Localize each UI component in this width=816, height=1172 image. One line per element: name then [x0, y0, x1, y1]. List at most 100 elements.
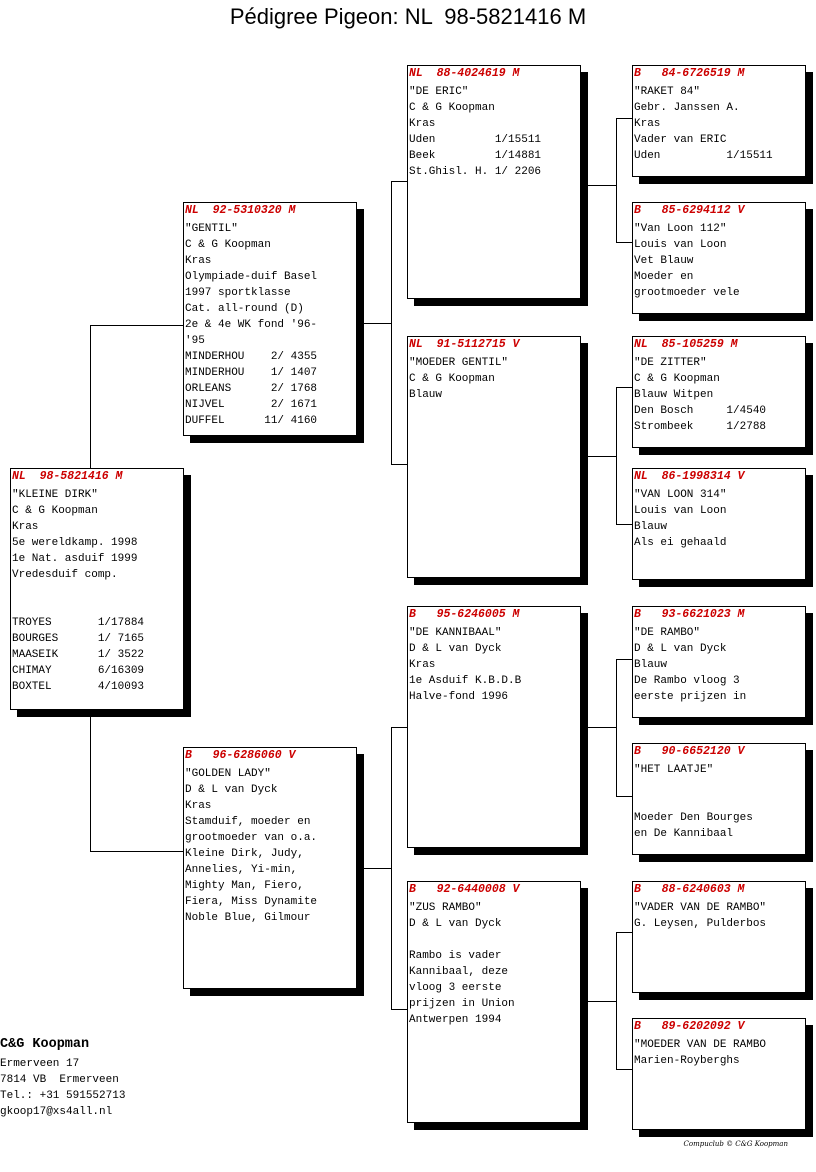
card-line	[633, 778, 805, 794]
card-line: C & G Koopman	[634, 373, 720, 385]
card-line: Uden 1/15511	[634, 150, 773, 162]
card-line: G. Leysen, Pulderbos	[634, 918, 767, 930]
pigeon-card-subject: NL 98-5821416 M"KLEINE DIRK"C & G Koopma…	[10, 468, 184, 710]
connector-line	[391, 181, 392, 464]
card-line: Moeder en	[634, 271, 694, 283]
card-line: Kras	[409, 659, 436, 671]
connector-line	[581, 727, 616, 728]
connector-line	[616, 1069, 632, 1070]
connector-line	[616, 242, 632, 243]
card-line: D & L van Dyck	[409, 643, 502, 655]
card-line: "Van Loon 112"	[634, 223, 727, 235]
pigeon-card-mmf: B 88-6240603 M "VADER VAN DE RAMBO" G. Ley…	[632, 881, 806, 993]
card-line: Uden 1/15511	[409, 134, 542, 146]
connector-line	[391, 464, 407, 465]
card-line: "RAKET 84"	[634, 86, 701, 98]
owner-address: Ermerveen 17	[0, 1058, 80, 1070]
card-line: MINDERHOU 2/ 4355	[185, 351, 318, 363]
connector-line	[90, 325, 183, 326]
card-line	[633, 794, 805, 810]
card-line: D & L van Dyck	[409, 918, 502, 930]
pigeon-card-ffm: B 85-6294112 V"Van Loon 112"Louis van Lo…	[632, 202, 806, 314]
card-line: Blauw	[634, 521, 668, 533]
card-line: BOURGES 1/ 7165	[12, 633, 145, 645]
ring-number: B 88-6240603 M	[634, 883, 745, 896]
card-line: grootmoeder van o.a.	[185, 832, 318, 844]
card-line: Kleine Dirk, Judy,	[185, 848, 304, 860]
card-line: Rambo is vader	[409, 950, 502, 962]
ring-number: NL 86-1998314 V	[634, 470, 745, 483]
card-line: Blauw Witpen	[634, 389, 714, 401]
card-line: DUFFEL 11/ 4160	[185, 415, 318, 427]
card-line: en De Kannibaal	[634, 828, 734, 840]
ring-number: NL 92-5310320 M	[185, 204, 296, 217]
card-line: Stamduif, moeder en	[185, 816, 311, 828]
card-line: C & G Koopman	[185, 239, 271, 251]
card-line: 1e Asduif K.B.D.B	[409, 675, 522, 687]
connector-line	[616, 387, 632, 388]
card-line: "VAN LOON 314"	[634, 489, 727, 501]
card-line: Annelies, Yi-min,	[185, 864, 298, 876]
connector-line	[616, 659, 617, 796]
card-line: "DE ZITTER"	[634, 357, 707, 369]
card-line: De Rambo vloog 3	[634, 675, 740, 687]
card-line: "DE ERIC"	[409, 86, 469, 98]
card-line: Moeder Den Bourges	[634, 812, 753, 824]
card-line: "DE KANNIBAAL"	[409, 627, 502, 639]
credit-line: Compuclub © C&G Koopman	[683, 1140, 788, 1148]
ring-number: NL 88-4024619 M	[409, 67, 520, 80]
card-line: Strombeek 1/2788	[634, 421, 767, 433]
card-line: vloog 3 eerste	[409, 982, 502, 994]
card-line: "KLEINE DIRK"	[12, 489, 98, 501]
card-line: grootmoeder vele	[634, 287, 740, 299]
owner-postal: 7814 VB Ermerveen	[0, 1074, 119, 1086]
pigeon-card-mfm: B 90-6652120 V"HET LAATJE"Moeder Den Bou…	[632, 743, 806, 855]
ring-number: B 89-6202092 V	[634, 1020, 745, 1033]
card-line: Kannibaal, deze	[409, 966, 509, 978]
card-line: "VADER VAN DE RAMBO"	[634, 902, 767, 914]
connector-line	[616, 387, 617, 524]
pigeon-card-fff: B 84-6726519 M"RAKET 84"Gebr. Janssen A.…	[632, 65, 806, 177]
card-line: Noble Blue, Gilmour	[185, 912, 311, 924]
ring-number: B 95-6246005 M	[409, 608, 520, 621]
card-line: Kras	[185, 255, 212, 267]
card-line: D & L van Dyck	[185, 784, 278, 796]
connector-line	[357, 323, 391, 324]
connector-line	[581, 1001, 616, 1002]
connector-line	[616, 796, 632, 797]
card-line: Mighty Man, Fiero,	[185, 880, 304, 892]
owner-email: gkoop17@xs4all.nl	[0, 1106, 113, 1118]
pigeon-card-mf: B 95-6246005 M "DE KANNIBAAL" D & L van Dy…	[407, 606, 581, 848]
card-line: Louis van Loon	[634, 239, 727, 251]
card-line: Gebr. Janssen A.	[634, 102, 740, 114]
card-line: "GOLDEN LADY"	[185, 768, 271, 780]
card-line: Als ei gehaald	[634, 537, 727, 549]
card-line: C & G Koopman	[409, 102, 495, 114]
card-line: TROYES 1/17884	[12, 617, 145, 629]
card-line: "ZUS RAMBO"	[409, 902, 482, 914]
owner-name: C&G Koopman	[0, 1037, 90, 1052]
card-line: MAASEIK 1/ 3522	[12, 649, 145, 661]
card-line: 2e & 4e WK fond '96-	[185, 319, 318, 331]
card-line: Kras	[409, 118, 436, 130]
card-line: "MOEDER GENTIL"	[409, 357, 509, 369]
card-line: Den Bosch 1/4540	[634, 405, 767, 417]
card-line: CHIMAY 6/16309	[12, 665, 145, 677]
card-line: Blauw	[634, 659, 668, 671]
connector-line	[616, 932, 632, 933]
ring-number: NL 85-105259 M	[634, 338, 738, 351]
card-line	[11, 583, 183, 599]
ring-number: B 90-6652120 V	[634, 745, 745, 758]
card-line: Blauw	[409, 389, 443, 401]
pigeon-card-mother: B 96-6286060 V"GOLDEN LADY"D & L van Dyc…	[183, 747, 357, 989]
card-line: C & G Koopman	[409, 373, 495, 385]
card-line: eerste prijzen in	[634, 691, 747, 703]
connector-line	[581, 185, 616, 186]
card-line: Fiera, Miss Dynamite	[185, 896, 318, 908]
card-line	[408, 932, 580, 948]
